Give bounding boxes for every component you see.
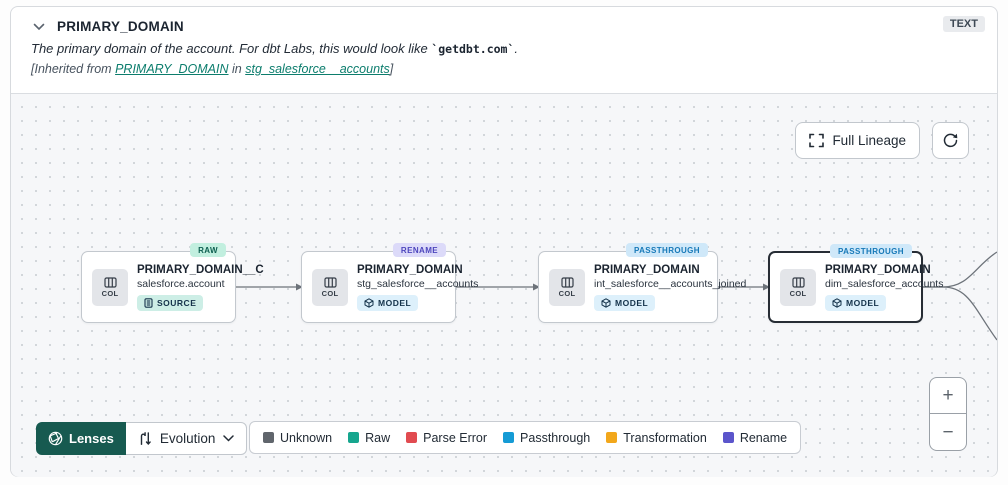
collapse-chevron-icon[interactable] xyxy=(31,21,47,33)
node-model-name: stg_salesforce__accounts xyxy=(357,277,479,290)
legend-item: Raw xyxy=(348,431,390,445)
inherited-column-link[interactable]: PRIMARY_DOMAIN xyxy=(115,62,229,76)
node-type-badge: MODEL xyxy=(594,294,656,311)
canvas-toolbar: Full Lineage xyxy=(795,122,969,159)
legend-swatch-raw xyxy=(348,432,360,443)
evolution-badge: PASSTHROUGH xyxy=(829,244,912,258)
inherited-model-link[interactable]: stg_salesforce__accounts xyxy=(245,62,390,76)
model-cube-icon xyxy=(601,297,611,308)
expand-icon xyxy=(809,133,825,148)
zoom-control: + − xyxy=(929,377,967,451)
legend-swatch-parse-error xyxy=(406,432,418,443)
chevron-down-icon xyxy=(223,435,235,442)
evolution-badge: RAW xyxy=(190,243,226,257)
lineage-node-dim-selected[interactable]: PASSTHROUGH COL PRIMARY_DOMAIN dim_sales… xyxy=(768,244,943,323)
node-column-name: PRIMARY_DOMAIN xyxy=(594,263,700,276)
full-lineage-button[interactable]: Full Lineage xyxy=(795,122,920,159)
lens-selector-dropdown[interactable]: Evolution xyxy=(125,422,248,455)
column-icon: COL xyxy=(549,268,585,306)
column-title: PRIMARY_DOMAIN xyxy=(57,19,184,34)
node-column-name: PRIMARY_DOMAIN xyxy=(825,263,931,276)
legend-swatch-rename xyxy=(722,432,734,443)
node-model-name: dim_salesforce_accounts xyxy=(825,277,944,290)
lens-aperture-icon xyxy=(48,431,63,446)
legend-swatch-transformation xyxy=(606,432,618,443)
selected-lens-label: Evolution xyxy=(159,431,216,446)
legend-item: Unknown xyxy=(263,431,332,445)
node-column-name: PRIMARY_DOMAIN xyxy=(357,263,463,276)
source-icon xyxy=(144,297,153,308)
column-description: The primary domain of the account. For d… xyxy=(31,41,519,56)
zoom-in-button[interactable]: + xyxy=(930,378,966,414)
refresh-icon xyxy=(942,132,959,149)
evolution-badge: PASSTHROUGH xyxy=(625,243,708,257)
legend-item: Transformation xyxy=(606,431,707,445)
column-icon: COL xyxy=(312,268,348,306)
inherited-from-line: [Inherited from PRIMARY_DOMAIN in stg_sa… xyxy=(31,62,394,76)
column-icon: COL xyxy=(780,268,816,306)
refresh-button[interactable] xyxy=(932,122,969,159)
column-type-badge: TEXT xyxy=(942,16,985,32)
evolution-badge: RENAME xyxy=(392,243,446,257)
legend-item: Passthrough xyxy=(503,431,590,445)
node-column-name: PRIMARY_DOMAIN__C xyxy=(137,263,264,276)
node-type-badge: MODEL xyxy=(357,294,419,311)
column-icon: COL xyxy=(92,268,128,306)
lenses-button[interactable]: Lenses xyxy=(36,422,126,455)
legend-item: Rename xyxy=(722,431,787,445)
column-lineage-panel: PRIMARY_DOMAIN TEXT The primary domain o… xyxy=(10,6,998,477)
legend-swatch-unknown xyxy=(263,432,274,443)
lenses-control: Lenses Evolution xyxy=(36,422,248,455)
lineage-node-staging[interactable]: RENAME COL PRIMARY_DOMAIN stg_salesforce… xyxy=(301,243,478,323)
node-model-name: int_salesforce__accounts_joined xyxy=(594,277,747,290)
evolution-icon xyxy=(138,431,152,446)
node-model-name: salesforce.account xyxy=(137,277,225,290)
column-header: PRIMARY_DOMAIN TEXT The primary domain o… xyxy=(11,7,997,94)
node-type-badge: SOURCE xyxy=(137,294,204,311)
lineage-node-intermediate[interactable]: PASSTHROUGH COL PRIMARY_DOMAIN int_sales… xyxy=(538,243,746,323)
zoom-out-button[interactable]: − xyxy=(930,414,966,450)
legend-swatch-passthrough xyxy=(503,432,515,443)
model-cube-icon xyxy=(832,297,842,308)
lineage-node-source[interactable]: RAW COL PRIMARY_DOMAIN__C salesforce.acc… xyxy=(81,243,264,323)
lineage-canvas[interactable]: Full Lineage RAW COL PRIMARY_DOMAIN__C s… xyxy=(11,94,997,477)
evolution-legend: Unknown Raw Parse Error Passthrough Tran… xyxy=(249,421,802,454)
node-type-badge: MODEL xyxy=(825,294,887,311)
legend-item: Parse Error xyxy=(406,431,487,445)
inline-code: `getdbt.com` xyxy=(431,42,515,56)
model-cube-icon xyxy=(364,297,374,308)
